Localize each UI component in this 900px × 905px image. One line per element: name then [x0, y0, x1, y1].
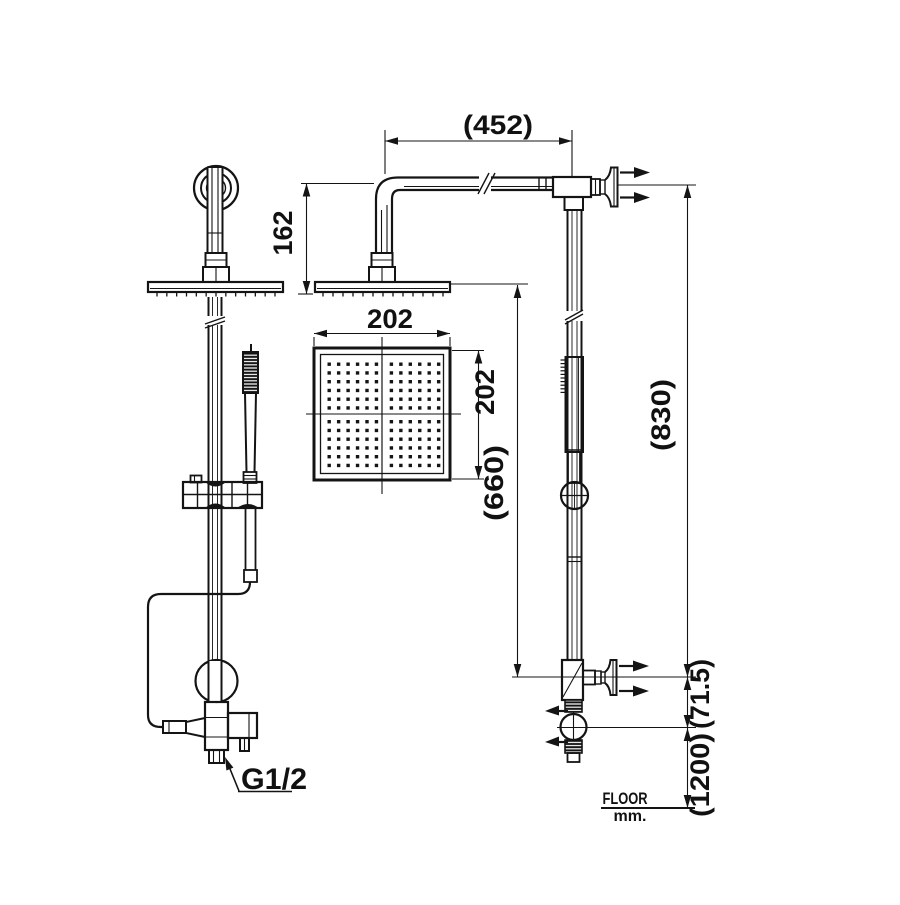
dim-202h-label: 202	[470, 369, 500, 415]
hand-shower-hose	[146, 508, 258, 729]
top-tee-and-flange	[551, 166, 650, 211]
front-view: G1/2	[146, 164, 307, 796]
valve-front	[162, 658, 259, 764]
dim-660-label: (660)	[479, 445, 509, 521]
hand-shower-side	[559, 356, 590, 511]
handle-arrow-2	[545, 736, 559, 747]
riser-front	[204, 297, 226, 661]
water-inlet-arrow-bottom-2	[633, 685, 649, 697]
dim-830-label: (830)	[646, 379, 676, 451]
side-view	[306, 166, 650, 763]
dim-830: (830)	[646, 185, 692, 677]
shower-head-nozzles	[327, 362, 441, 468]
dim-162-label: 162	[268, 211, 298, 256]
unit-label: mm.	[614, 808, 647, 825]
thread-callout: G1/2	[225, 757, 307, 796]
nozzle-ticks-side	[322, 292, 444, 297]
head-mount-side	[313, 252, 528, 297]
thread-size-label: G1/2	[241, 763, 307, 796]
dim-660: (660)	[479, 285, 522, 677]
dim-452: (452)	[384, 110, 573, 176]
dim-202-width: 202	[313, 304, 451, 346]
shower-head-front-edge	[146, 280, 285, 297]
dim-71-5: (71.5)	[683, 659, 715, 729]
water-inlet-arrow-bottom-1	[633, 660, 649, 672]
riser-side	[564, 210, 584, 660]
dimensions: (452) 162 202 202	[268, 110, 715, 825]
dim-71-5-label: (71.5)	[685, 659, 715, 729]
bottom-tee-and-flange	[560, 658, 649, 702]
dim-1200: (1200)	[683, 728, 715, 817]
floor-reference: FLOOR mm.	[601, 789, 695, 825]
dim-1200-label: (1200)	[685, 733, 715, 817]
handle-arrow-1	[545, 705, 559, 716]
nozzle-ticks-front	[156, 292, 276, 297]
dim-452-label: (452)	[463, 110, 533, 140]
valve-side	[545, 699, 588, 763]
dim-162: 162	[268, 182, 374, 295]
water-inlet-arrow-top-1	[634, 167, 650, 178]
sprayer-face-dashes	[560, 359, 566, 393]
hand-shower-front	[242, 344, 259, 484]
top-bracket-front	[192, 164, 240, 253]
slider-bracket-front	[181, 474, 264, 510]
dim-202-height: 202	[452, 349, 500, 480]
head-mount-front	[202, 252, 230, 283]
floor-label: FLOOR	[603, 789, 648, 808]
shower-head-face	[306, 337, 461, 494]
shower-arm-side	[374, 172, 553, 253]
water-inlet-arrow-top-2	[634, 192, 650, 203]
dim-202w-label: 202	[367, 304, 413, 334]
